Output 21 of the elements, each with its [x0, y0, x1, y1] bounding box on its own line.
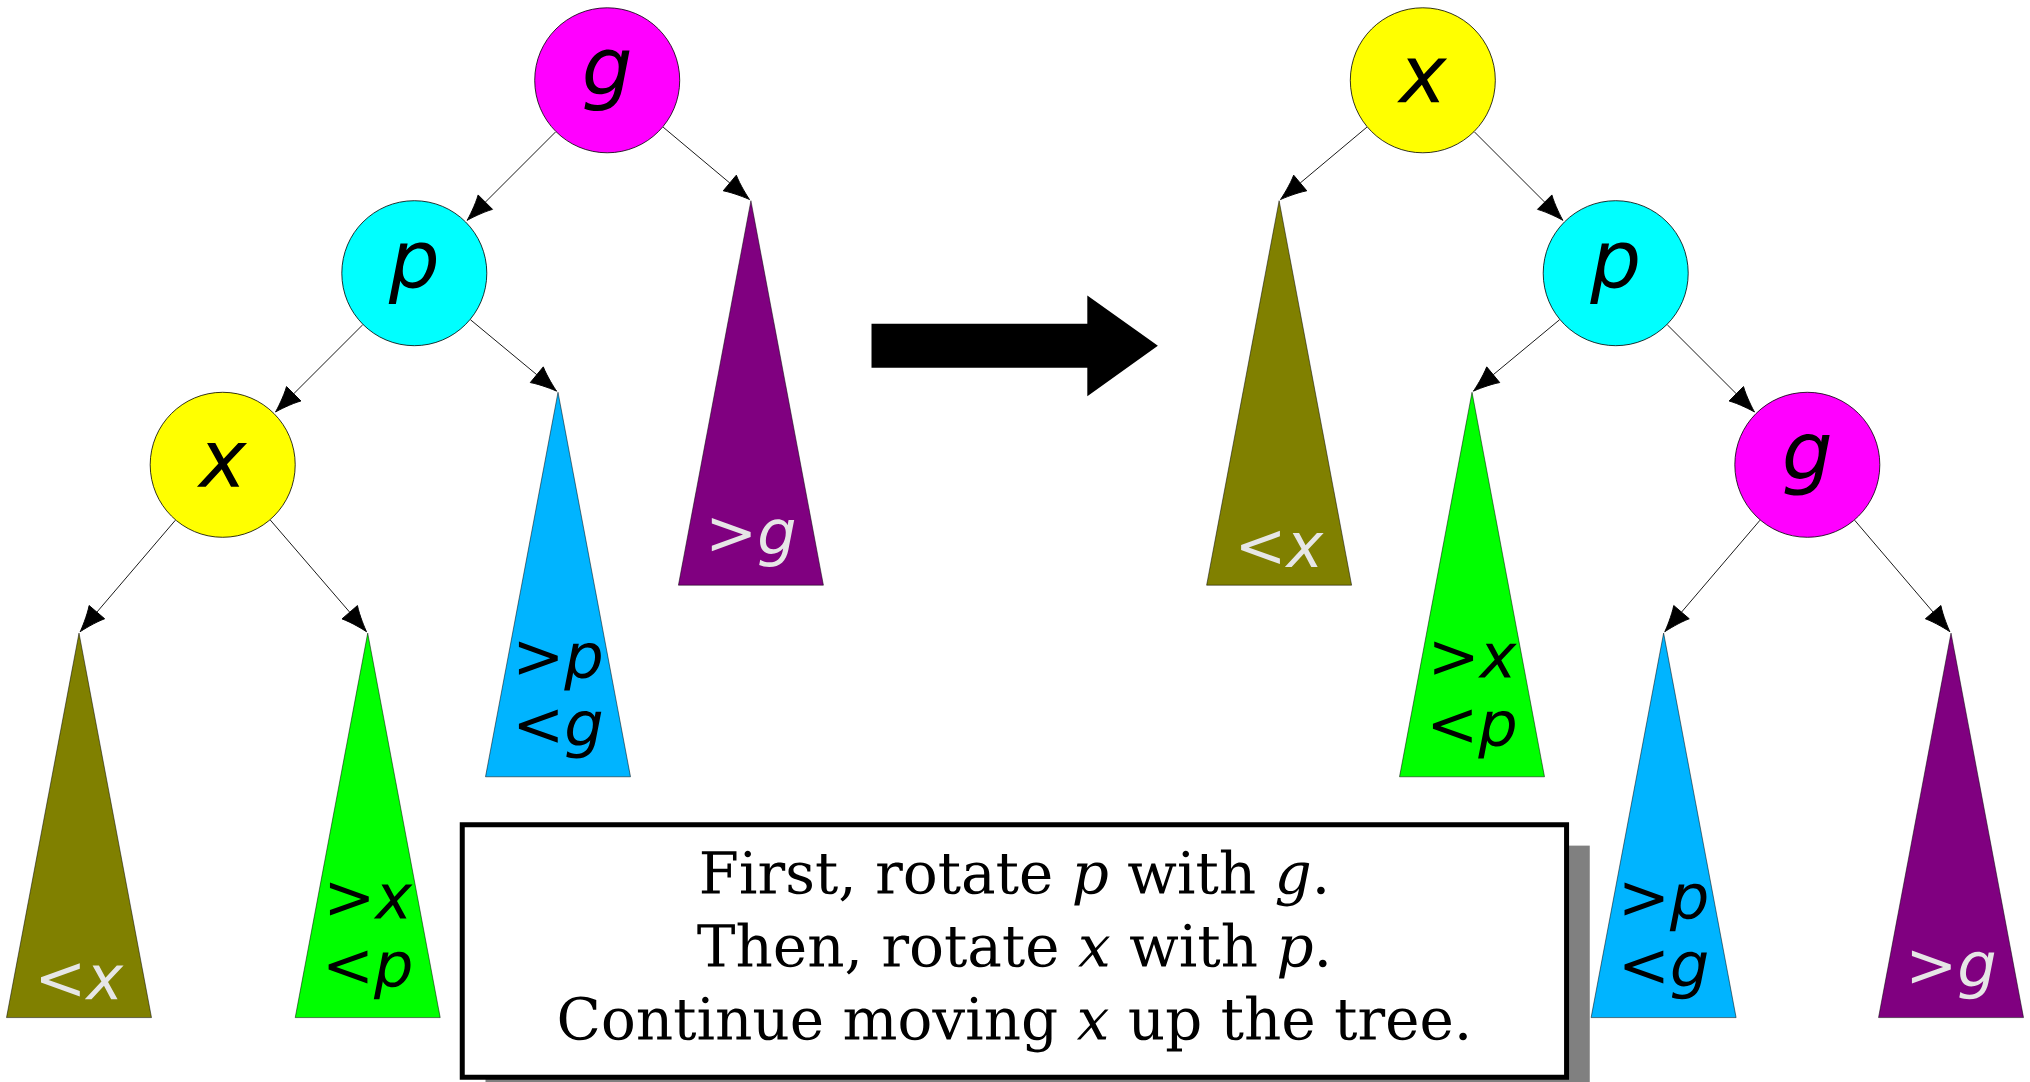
subtree-triangle: <x [1206, 200, 1352, 586]
subtree-triangle: <x [6, 632, 152, 1018]
subtree-triangle: >p <g [485, 392, 631, 778]
arrow [662, 126, 750, 200]
subtree-triangle: >g [678, 200, 824, 586]
subtree-triangle: >p <g [1590, 632, 1737, 1018]
subtree-triangle: >x <p [294, 632, 441, 1018]
subtree-triangle: >x <p [1399, 392, 1545, 778]
arrow [1472, 319, 1561, 392]
arrow [1280, 126, 1368, 200]
arrow [1664, 519, 1761, 633]
text-box: First, rotate p with g. Then, rotate x with p. Continue moving x up the tree. [459, 822, 1590, 1082]
arrow [470, 319, 558, 392]
subtree-triangle: >g [1878, 632, 2024, 1018]
arrow [1666, 324, 1755, 413]
arrow [269, 519, 367, 633]
arrow [466, 131, 557, 221]
arrow [1473, 131, 1564, 221]
arrow [79, 519, 176, 633]
arrow [1854, 519, 1951, 633]
arrow [275, 324, 364, 413]
